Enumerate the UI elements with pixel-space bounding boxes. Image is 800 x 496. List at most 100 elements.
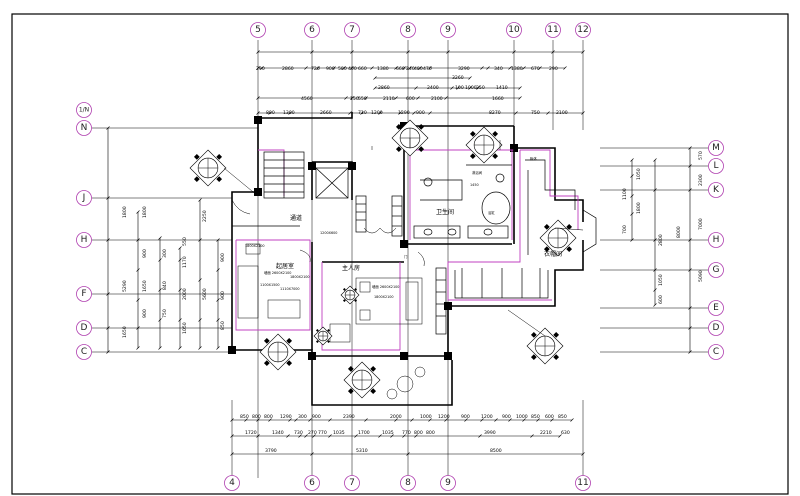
- axis-bubble-left-F[interactable]: F: [76, 286, 92, 302]
- dim-left-14: 900: [220, 291, 226, 300]
- dim-tick: [522, 418, 526, 422]
- dim-bottom-2-5: 1035: [333, 430, 345, 436]
- axis-bubble-bottom-7[interactable]: 7: [344, 475, 360, 491]
- axis-bubble-bottom-9[interactable]: 9: [440, 475, 456, 491]
- dim-bottom-1-0: 850: [240, 414, 249, 420]
- label-living-elev-2: 1200X600: [320, 231, 337, 235]
- dim-right-9: 600: [658, 295, 664, 304]
- dim-tick: [256, 66, 260, 70]
- axis-bubble-left-N[interactable]: N: [76, 120, 92, 136]
- axis-bubble-top-10[interactable]: 10: [506, 22, 522, 38]
- dim-tick: [486, 66, 490, 70]
- dim-bottom-3-0: 3790: [265, 448, 277, 454]
- axis-bubble-right-M[interactable]: M: [708, 140, 724, 156]
- elevation-marker[interactable]: [340, 285, 360, 305]
- axis-bubble-right-H[interactable]: H: [708, 232, 724, 248]
- axis-bubble-top-7[interactable]: 7: [344, 22, 360, 38]
- dim-tick: [158, 288, 162, 292]
- axis-bubble-top-9[interactable]: 9: [440, 22, 456, 38]
- dim-bottom-1-10: 900: [461, 414, 470, 420]
- label-living-tag-c: 1100X1500: [260, 283, 280, 287]
- axis-bubble-top-5[interactable]: 5: [250, 22, 266, 38]
- dim-top-2-0: 3260: [452, 75, 464, 81]
- dim-tick: [370, 66, 374, 70]
- dim-top-1-4: 580: [338, 66, 347, 72]
- dim-tick: [518, 96, 522, 100]
- dim-tick: [364, 96, 368, 100]
- svg-text:9: 9: [445, 25, 451, 35]
- dim-bottom-1-3: 1290: [280, 414, 292, 420]
- elevation-marker[interactable]: [526, 327, 564, 365]
- axis-bubble-top-11[interactable]: 11: [545, 22, 561, 38]
- dim-top-4-6: 1660: [492, 96, 504, 102]
- elevation-marker[interactable]: [465, 126, 503, 164]
- axis-bubble-left-D[interactable]: D: [76, 320, 92, 336]
- axis-bubble-right-L[interactable]: L: [708, 158, 724, 174]
- dim-tick: [402, 66, 406, 70]
- axis-bubble-bottom-11[interactable]: 11: [575, 475, 591, 491]
- svg-text:7: 7: [349, 478, 355, 488]
- dim-tick: [581, 452, 585, 456]
- svg-text:M: M: [712, 143, 720, 153]
- elevation-marker[interactable]: [189, 149, 227, 187]
- dim-top-1-12: 3290: [458, 66, 470, 72]
- dim-top-1-10: 480: [414, 66, 423, 72]
- axis-bubble-left-J[interactable]: J: [76, 190, 92, 206]
- dimension-labels: 290 2860 720 900 580 400 660 1380 660 24…: [122, 66, 704, 454]
- axis-bubble-right-G[interactable]: G: [708, 262, 724, 278]
- interior-walls: [232, 148, 597, 351]
- dim-bottom-1-16: 850: [558, 414, 567, 420]
- dim-tick: [230, 418, 234, 422]
- label-master-tag-b: 1800X2100: [374, 295, 394, 299]
- elevation-marker[interactable]: [343, 361, 381, 399]
- dim-left-16: 550: [182, 237, 188, 246]
- axis-bubble-bottom-8[interactable]: 8: [400, 475, 416, 491]
- axis-bubble-right-K[interactable]: K: [708, 182, 724, 198]
- dim-top-4-2: 550: [358, 96, 367, 102]
- axis-bubble-top-6[interactable]: 6: [304, 22, 320, 38]
- dim-bottom-2-6: 1700: [358, 430, 370, 436]
- axis-bubble-top-8[interactable]: 8: [400, 22, 416, 38]
- svg-text:5: 5: [255, 25, 261, 35]
- dim-top-5-8: 750: [531, 110, 540, 116]
- svg-text:6: 6: [309, 478, 315, 488]
- axis-bubble-bottom-6[interactable]: 6: [304, 475, 320, 491]
- axis-bubble-left-C[interactable]: C: [76, 344, 92, 360]
- axis-bubble-left-H[interactable]: H: [76, 232, 92, 248]
- dim-tick: [494, 418, 498, 422]
- dim-tick: [630, 194, 634, 198]
- dim-tick: [514, 111, 518, 115]
- axis-bubble-bottom-4[interactable]: 4: [224, 475, 240, 491]
- dim-left-2: 2250: [202, 210, 208, 222]
- dim-bottom-2-10: 800: [426, 430, 435, 436]
- dim-tick: [256, 96, 260, 100]
- dim-top-1-13: 340: [494, 66, 503, 72]
- dim-top-3-5: 1410: [496, 85, 508, 91]
- dim-tick: [286, 434, 290, 438]
- dim-tick: [158, 346, 162, 350]
- elevation-marker[interactable]: [313, 326, 333, 346]
- svg-text:F: F: [81, 289, 86, 299]
- axis-bubble-top-12[interactable]: 12: [575, 22, 591, 38]
- dim-left-10: 900: [220, 253, 226, 262]
- dim-top-1-6: 660: [358, 66, 367, 72]
- elevation-marker[interactable]: [259, 333, 297, 371]
- axis-bubble-right-C[interactable]: C: [708, 344, 724, 360]
- dim-top-3-2: 100: [455, 85, 464, 91]
- room-corridor: 通道: [290, 214, 302, 222]
- axis-bubble-left-1N[interactable]: 1/N: [76, 102, 92, 118]
- dim-tick: [304, 434, 308, 438]
- dim-tick: [480, 66, 484, 70]
- label-bath-tag-b: 1450: [470, 183, 479, 187]
- dim-tick: [256, 50, 260, 54]
- dim-top-5-9: 2100: [556, 110, 568, 116]
- svg-text:11: 11: [577, 478, 588, 488]
- dim-left-15: 1170: [182, 256, 188, 268]
- dim-tick: [530, 434, 534, 438]
- svg-text:1/N: 1/N: [79, 107, 89, 114]
- axis-bubble-right-D[interactable]: D: [708, 320, 724, 336]
- dim-top-1-11: 470: [423, 66, 432, 72]
- dim-tick: [512, 50, 516, 54]
- furniture: [231, 199, 426, 400]
- axis-bubble-right-E[interactable]: E: [708, 300, 724, 316]
